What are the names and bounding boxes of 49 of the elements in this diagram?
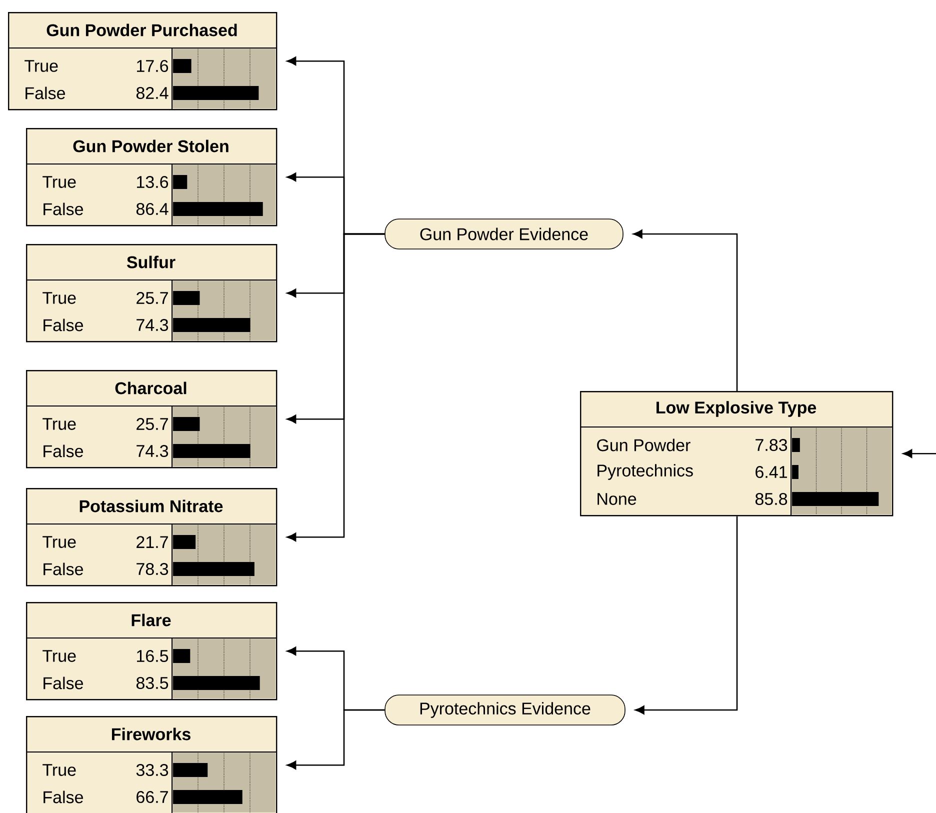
- state-label: False: [44, 790, 84, 804]
- state-label: None: [598, 493, 636, 505]
- node-title: Fireworks: [112, 728, 190, 740]
- evidence-pill: Pyrotechnics Evidence: [384, 694, 626, 726]
- state-label: True: [42, 536, 76, 548]
- node-title: Gun Powder Purchased: [46, 24, 237, 36]
- probability-value: 25.7: [136, 418, 168, 430]
- state-label: False: [44, 562, 84, 576]
- node-title: Gun Powder Stolen: [73, 140, 228, 152]
- probability-value: 74.3: [136, 318, 168, 332]
- arrow: [286, 709, 385, 770]
- probability-value: 86.4: [136, 202, 168, 216]
- probability-value: 83.5: [136, 676, 168, 690]
- state-label: False: [44, 444, 84, 458]
- state-label: True: [24, 60, 58, 72]
- node-title: Low Explosive Type: [656, 401, 816, 417]
- node-title: Flare: [132, 614, 171, 626]
- probability-value: 17.6: [137, 60, 168, 72]
- state-label: False: [26, 86, 66, 100]
- node-title: Charcoal: [115, 382, 186, 394]
- probability-value: 33.3: [136, 764, 168, 776]
- state-label: True: [42, 176, 76, 188]
- state-label: False: [44, 318, 84, 332]
- state-label: True: [42, 418, 76, 430]
- probability-value: 7.83: [756, 438, 788, 452]
- state-label: True: [42, 650, 76, 662]
- node-title: Sulfur: [126, 256, 176, 268]
- probability-value: 66.7: [136, 791, 168, 804]
- probability-value: 13.6: [137, 176, 168, 188]
- state-label: False: [44, 202, 84, 216]
- state-label: True: [42, 292, 76, 304]
- probability-value: 74.3: [136, 444, 168, 458]
- arrow: [633, 230, 738, 391]
- probability-value: 82.4: [136, 86, 168, 100]
- evidence-pill: Gun Powder Evidence: [384, 218, 624, 250]
- probability-value: 16.5: [137, 650, 168, 662]
- arrow: [902, 449, 936, 458]
- arrow: [286, 233, 385, 542]
- state-label: True: [42, 764, 76, 776]
- probability-value: 21.7: [136, 536, 168, 548]
- probability-value: 85.8: [755, 492, 788, 506]
- state-label: False: [44, 676, 84, 690]
- node-title: Potassium Nitrate: [80, 500, 223, 512]
- state-label: Gun Powder: [597, 438, 690, 452]
- probability-value: 25.7: [136, 292, 168, 304]
- probability-value: 6.41: [756, 466, 787, 478]
- probability-value: 78.3: [136, 562, 168, 576]
- arrow: [635, 516, 738, 714]
- state-label: Pyrotechnics: [598, 464, 693, 480]
